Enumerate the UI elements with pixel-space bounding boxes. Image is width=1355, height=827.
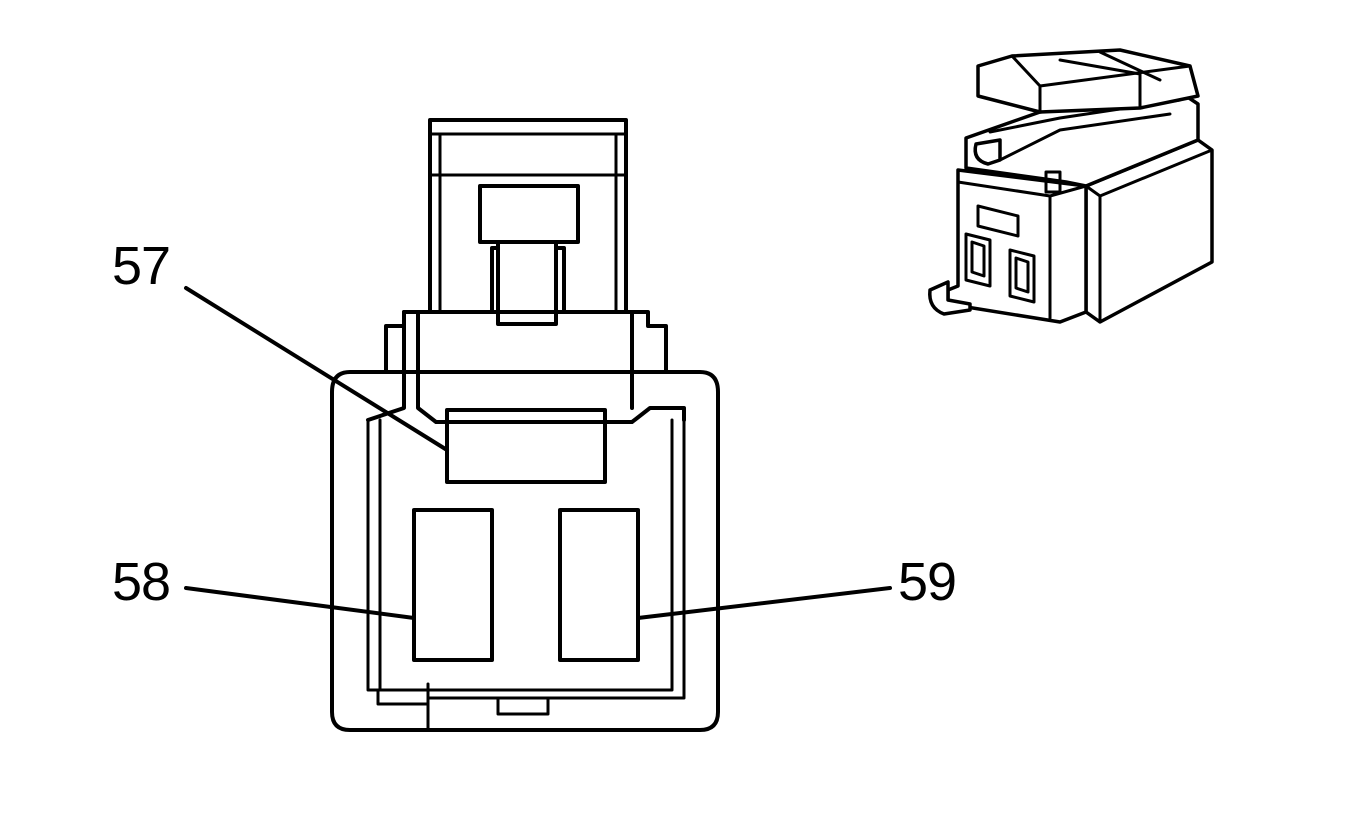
latch-housing (402, 310, 686, 424)
connector-outer-body (330, 370, 720, 732)
callout-57: 57 (112, 236, 170, 296)
leader-line-57 (184, 286, 449, 452)
connector-inner-wall-right (426, 418, 674, 692)
connector-isometric-view (928, 48, 1214, 324)
latch-lever (490, 240, 566, 326)
leader-line-58 (184, 586, 416, 620)
connector-front-view (330, 118, 720, 732)
iso-terminal-right (1008, 248, 1036, 304)
connector-bottom-tab (376, 688, 430, 706)
connector-inner-wall-right-2 (426, 416, 686, 700)
terminal-57 (445, 408, 607, 484)
iso-front-slot (976, 204, 1020, 238)
iso-mount-tab (928, 280, 972, 316)
callout-58: 58 (112, 552, 170, 612)
iso-front-face-inner (956, 180, 1088, 320)
latch-button (478, 184, 580, 244)
latch-housing-right-shoulder (630, 310, 668, 410)
latch-tower (428, 118, 628, 314)
iso-notch (1044, 170, 1062, 194)
leader-line-59 (636, 586, 892, 620)
iso-terminal-left-inner (970, 240, 986, 278)
iso-terminal-right-inner (1014, 256, 1030, 294)
iso-latch-detail (1010, 50, 1192, 114)
iso-hinge-tab (973, 138, 1002, 166)
latch-housing-left-shoulder (366, 310, 406, 422)
terminal-58 (412, 508, 494, 662)
connector-bottom-slot (496, 696, 550, 716)
callout-59: 59 (898, 552, 956, 612)
terminal-59 (558, 508, 640, 662)
iso-right-face-edge (1084, 148, 1214, 324)
iso-terminal-left (964, 232, 992, 288)
connector-inner-wall (366, 418, 430, 692)
